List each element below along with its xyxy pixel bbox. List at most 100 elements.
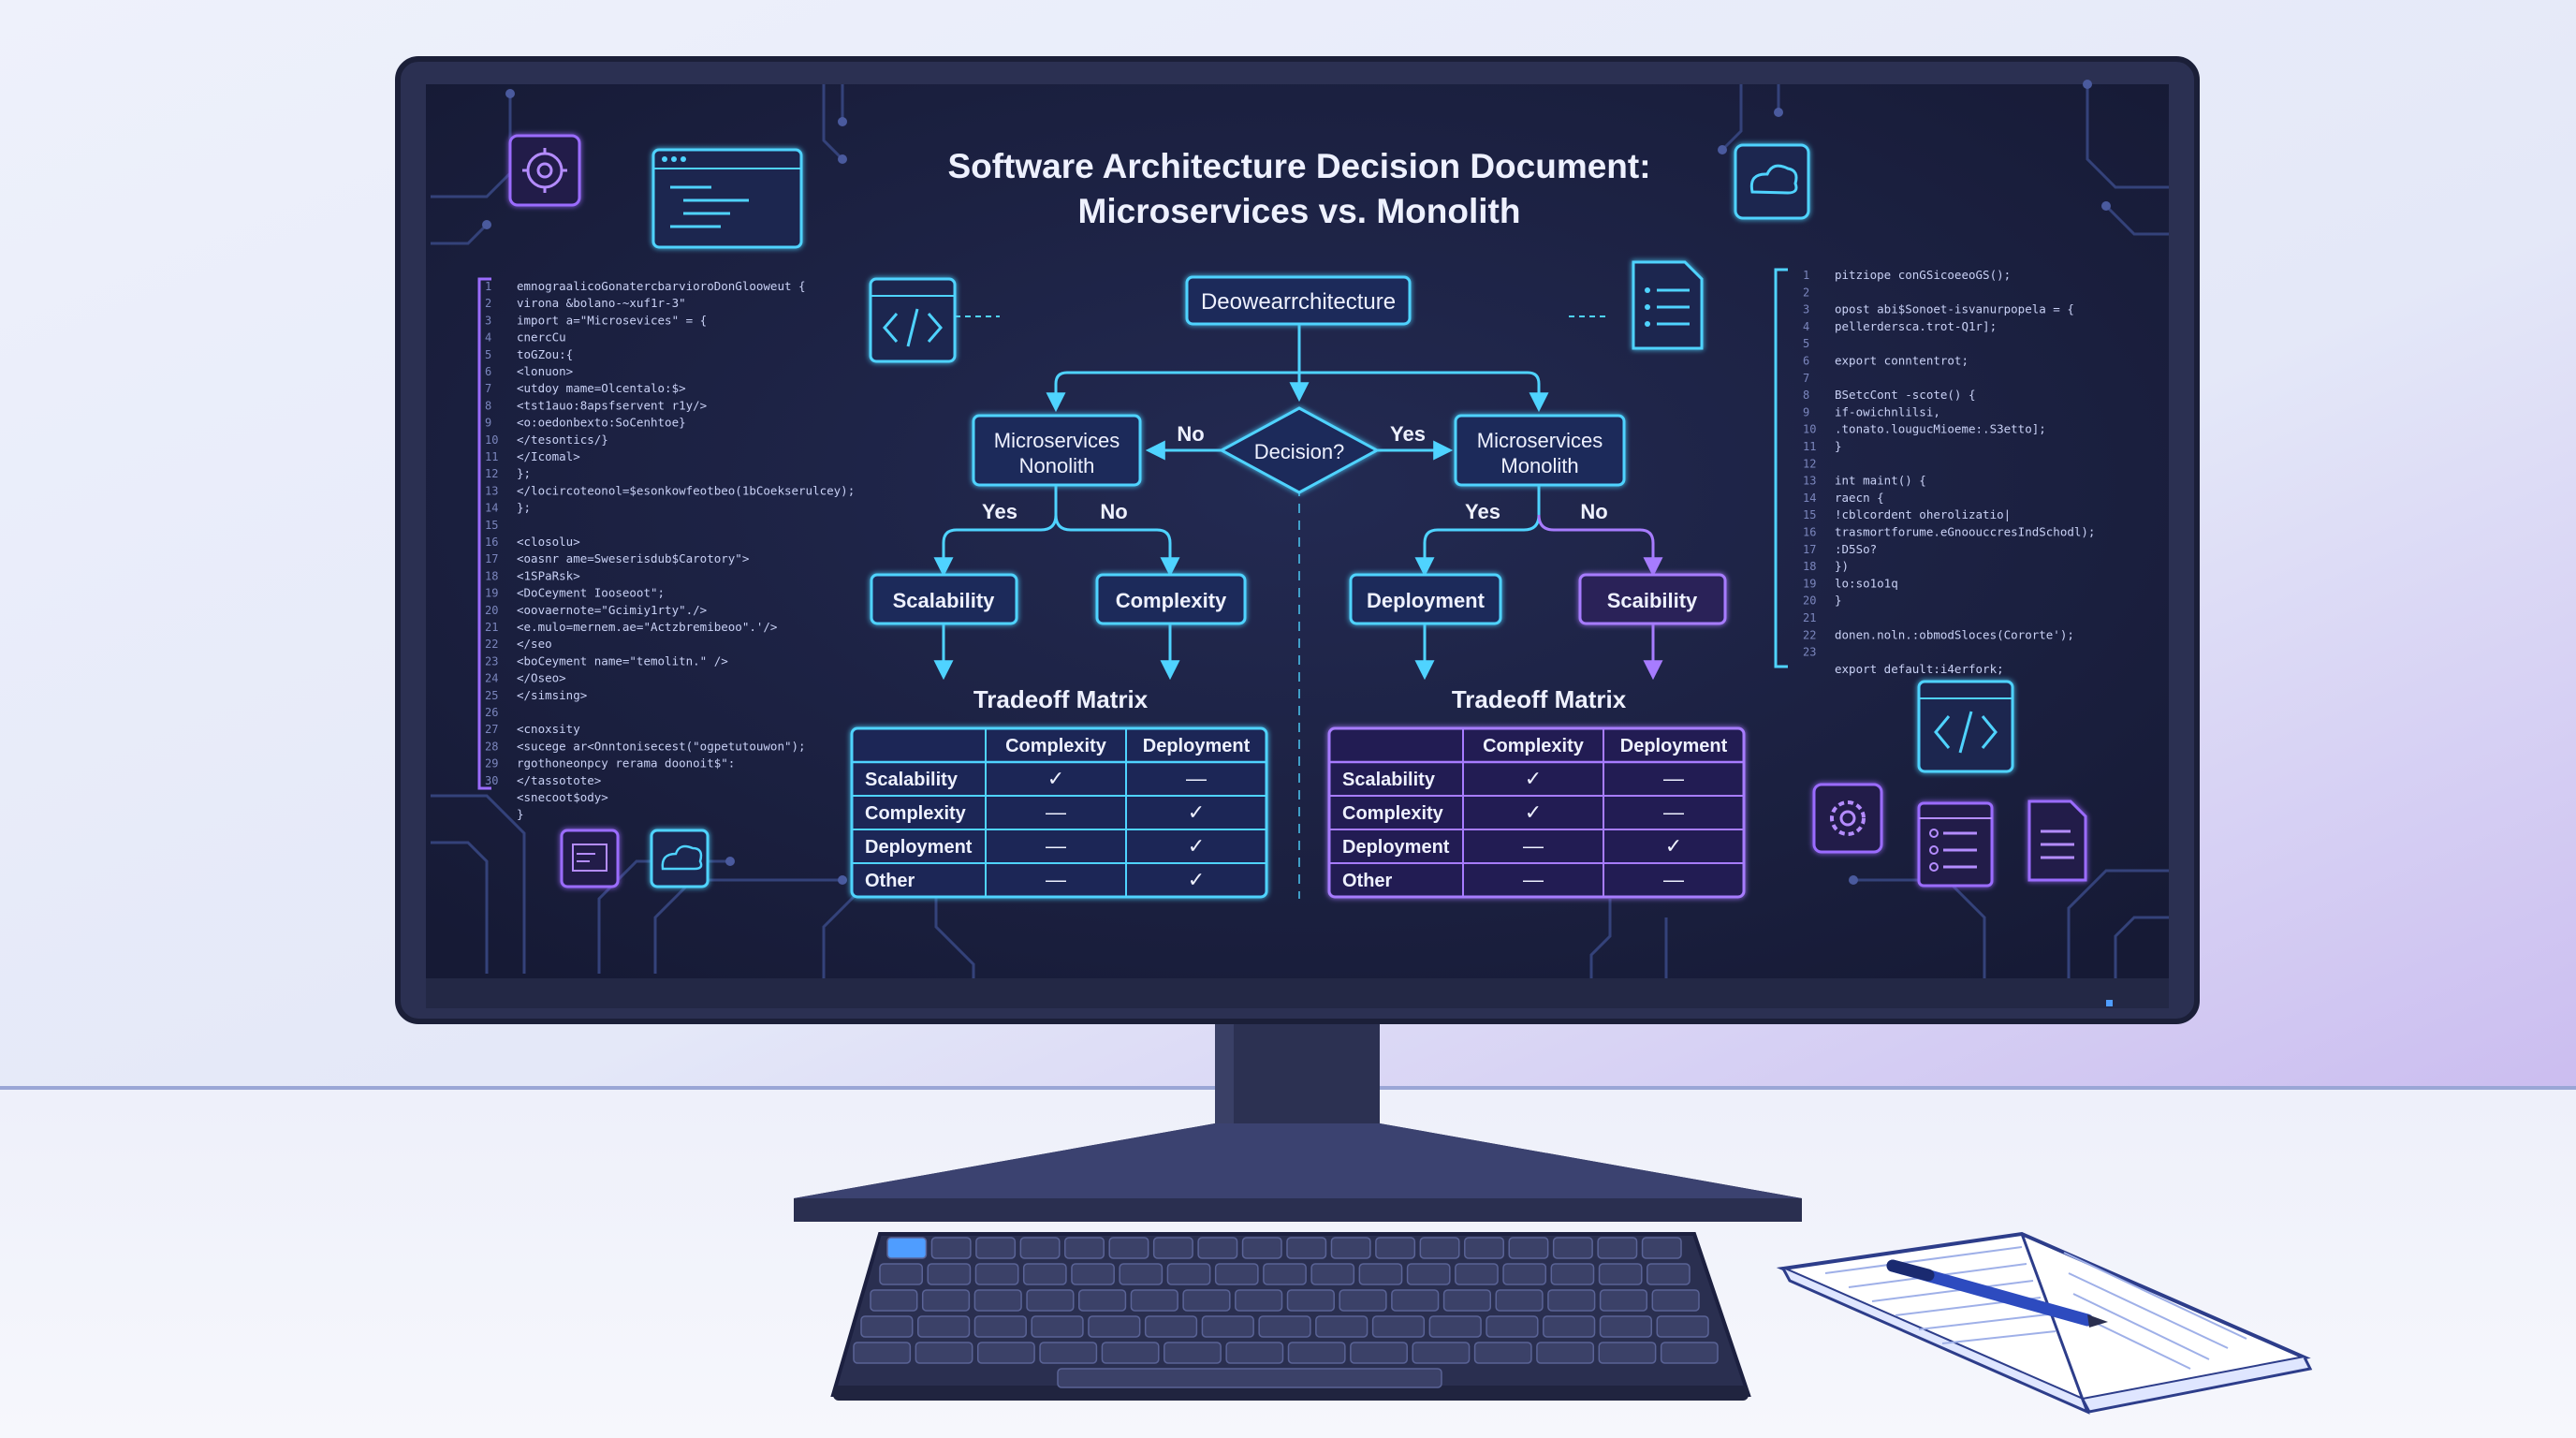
code-line: } [1835, 439, 1842, 453]
code-line: <tst1auo:8apsfservent r1y/> [517, 398, 707, 412]
keyboard-key [975, 1237, 1017, 1259]
keyboard-key [1164, 1342, 1222, 1364]
code-line-number: 9 [485, 417, 491, 430]
keyboard-key [1350, 1342, 1408, 1364]
code-line: <snecoot$ody> [517, 790, 608, 804]
code-line-number: 25 [485, 689, 498, 702]
keyboard-key [1286, 1289, 1335, 1312]
code-line: export default:i4erfork; [1835, 662, 2004, 676]
code-line-number: 6 [485, 365, 491, 378]
keyboard-key [1375, 1237, 1416, 1259]
code-window-icon [651, 148, 803, 249]
code-line: <cnoxsity [517, 722, 580, 736]
flow-decision-label: Decision? [1254, 440, 1345, 463]
keyboard-key [1225, 1342, 1284, 1364]
code-line-number: 18 [485, 569, 498, 582]
matrix-left-title: Tradeoff Matrix [973, 685, 1149, 713]
code-line-number: 16 [1803, 526, 1816, 539]
matrix-right-title: Tradeoff Matrix [1452, 685, 1627, 713]
report-icon [2027, 800, 2087, 882]
code-line-number: 14 [485, 502, 498, 515]
keyboard-key [1508, 1237, 1549, 1259]
code-line: cnercCu [517, 330, 566, 345]
keyboard-key [1197, 1237, 1238, 1259]
code-line-number: 23 [1803, 646, 1816, 659]
matrix-cell: ✓ [1188, 834, 1205, 858]
matrix-frame [1327, 726, 1746, 899]
flow-no-label: No [1177, 422, 1204, 446]
keyboard-key [853, 1342, 912, 1364]
code-line-number: 10 [1803, 423, 1816, 436]
code-line-number: 16 [485, 536, 498, 549]
keyboard-key [1330, 1237, 1371, 1259]
keyboard-key [1064, 1237, 1105, 1259]
monitor-chin [426, 978, 2169, 1008]
code-line: <o:oedonbexto:SoCenhtoe} [517, 416, 686, 430]
matrix-cell: ✓ [1525, 767, 1542, 790]
matrix-row-label: Other [1342, 871, 1393, 891]
code-line-number: 26 [485, 706, 498, 719]
keyboard-key [1201, 1315, 1254, 1338]
keyboard-key [1166, 1263, 1211, 1285]
keyboard-key [1258, 1315, 1311, 1338]
keyboard-key [1152, 1237, 1193, 1259]
code-line-number: 19 [1803, 577, 1816, 590]
keyboard-key [1019, 1237, 1061, 1259]
keyboard-key [1108, 1237, 1149, 1259]
keyboard-key [1597, 1237, 1638, 1259]
code-line-number: 7 [485, 382, 491, 395]
keyboard-key [1071, 1263, 1115, 1285]
flow-root-label: Deowearrchitecture [1201, 289, 1396, 315]
code-line-number: 19 [485, 587, 498, 600]
keyboard-key [1495, 1289, 1544, 1312]
flow-left-node: Microservices Nonolith [972, 414, 1142, 487]
keyboard-key [1310, 1263, 1355, 1285]
code-line-number: 3 [485, 314, 491, 327]
keyboard-key [1547, 1289, 1596, 1312]
keyboard [830, 1232, 1751, 1401]
right-branch-no: No [1580, 500, 1607, 523]
code-line-number: 1 [1803, 269, 1809, 282]
code-line: :D5So? [1835, 542, 1877, 556]
code-line: <1SPaRsk> [517, 568, 580, 582]
code-line-number: 10 [485, 433, 498, 447]
code-line-number: 15 [1803, 508, 1816, 521]
matrix-cell: — [1186, 767, 1207, 790]
terminal-icon [560, 829, 620, 888]
keyboard-key [930, 1237, 972, 1259]
left-branch-no: No [1100, 500, 1127, 523]
keyboard-key [1464, 1237, 1504, 1259]
flow-connectors [933, 325, 1549, 681]
spacebar [1057, 1368, 1442, 1388]
code-line: raecn { [1835, 491, 1884, 505]
keyboard-key [1119, 1263, 1164, 1285]
keyboard-key [1473, 1342, 1532, 1364]
matrix-row-label: Scalability [865, 770, 959, 790]
keyboard-key [1315, 1315, 1368, 1338]
flow-root-node: Deowearrchitecture [1185, 275, 1412, 326]
code-line-number: 5 [1803, 337, 1809, 350]
matrix-cell: ✓ [1525, 800, 1542, 824]
keyboard-key [1214, 1263, 1259, 1285]
code-line: emnograalicoGonatercbarvioroDonGlooweut … [517, 279, 806, 293]
keyboard-key [1026, 1289, 1075, 1312]
document-list-icon [1632, 260, 1704, 350]
code-line: <oasnr ame=Sweserisdub$Carotory"> [517, 551, 749, 565]
matrix-cell: — [1523, 834, 1544, 858]
code-line: <lonuon> [517, 364, 573, 378]
keyboard-key [1656, 1315, 1709, 1338]
code-line: pellerdersca.trot-Q1r]; [1835, 319, 1997, 333]
checklist-icon [1917, 801, 1994, 888]
code-line-number: 11 [1803, 440, 1816, 453]
matrix-row-label: Complexity [1342, 803, 1444, 824]
keyboard-key [1599, 1289, 1648, 1312]
code-line-number: 20 [1803, 594, 1816, 608]
code-line-number: 29 [485, 757, 498, 770]
flow-leaf-scalability: Scalability [870, 573, 1018, 625]
code-line: rgothoneonpcy rerama doonoit$": [517, 756, 735, 770]
keyboard-key [1130, 1289, 1178, 1312]
power-led [2106, 1000, 2113, 1006]
pen [1886, 1259, 2108, 1328]
keyboard-key [1598, 1342, 1657, 1364]
